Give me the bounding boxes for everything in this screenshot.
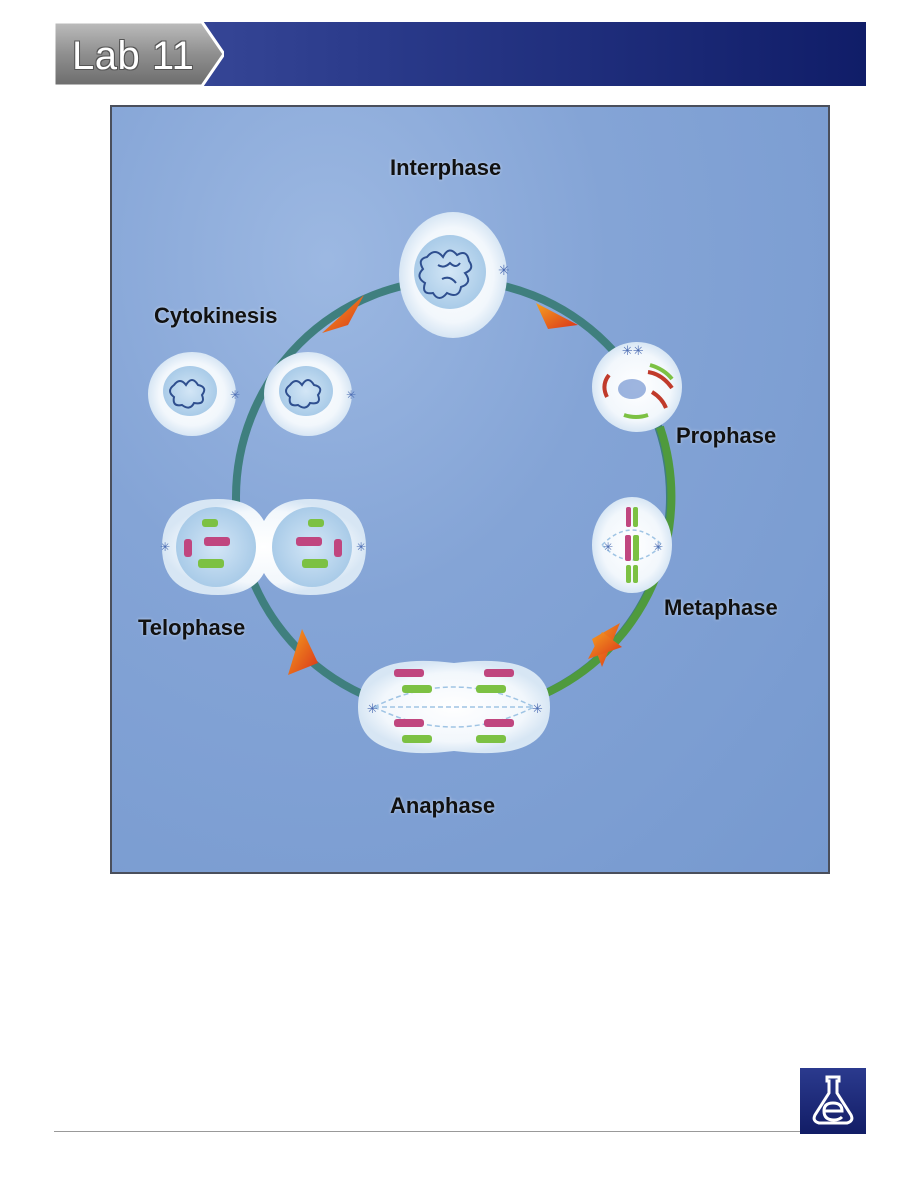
svg-text:✳: ✳ <box>356 540 366 554</box>
prophase-cell: ✳✳ <box>592 342 682 432</box>
label-anaphase: Anaphase <box>390 793 496 818</box>
label-prophase: Prophase <box>676 423 777 448</box>
cell-cycle-figure: ✳ ✳✳ ✳ ✳ <box>110 105 830 874</box>
cytokinesis-cell-left: ✳ <box>148 352 240 436</box>
label-interphase: Interphase <box>390 155 502 180</box>
lab-tab: Lab 11 <box>54 22 224 86</box>
arrow-metaphase-to-anaphase <box>588 623 622 667</box>
arrow-telophase-to-cytokinesis <box>288 629 318 675</box>
svg-text:✳: ✳ <box>160 540 170 554</box>
svg-text:✳: ✳ <box>367 702 378 717</box>
interphase-cell: ✳ <box>399 212 510 338</box>
label-telophase: Telophase <box>138 615 246 640</box>
label-metaphase: Metaphase <box>664 595 778 620</box>
anaphase-cell: ✳ ✳ <box>358 660 550 754</box>
svg-text:✳: ✳ <box>532 702 543 717</box>
cell-cycle-diagram: ✳ ✳✳ ✳ ✳ <box>148 212 682 754</box>
svg-text:✳: ✳ <box>498 263 510 279</box>
metaphase-cell: ✳ ✳ <box>592 497 672 593</box>
svg-text:✳: ✳ <box>346 388 356 402</box>
svg-text:✳✳: ✳✳ <box>622 344 644 359</box>
cytokinesis-cell-right: ✳ <box>264 352 356 436</box>
telophase-cell: ✳ ✳ <box>160 499 366 595</box>
lab-title: Lab 11 <box>72 34 195 78</box>
svg-text:✳: ✳ <box>230 388 240 402</box>
svg-text:✳: ✳ <box>653 540 663 554</box>
flask-e-icon <box>800 1068 866 1134</box>
arrow-cytokinesis-to-interphase <box>322 295 364 333</box>
arrow-interphase-to-prophase <box>536 303 578 329</box>
footer-rule <box>54 1131 800 1132</box>
label-cytokinesis: Cytokinesis <box>154 303 278 328</box>
svg-text:✳: ✳ <box>603 540 613 554</box>
